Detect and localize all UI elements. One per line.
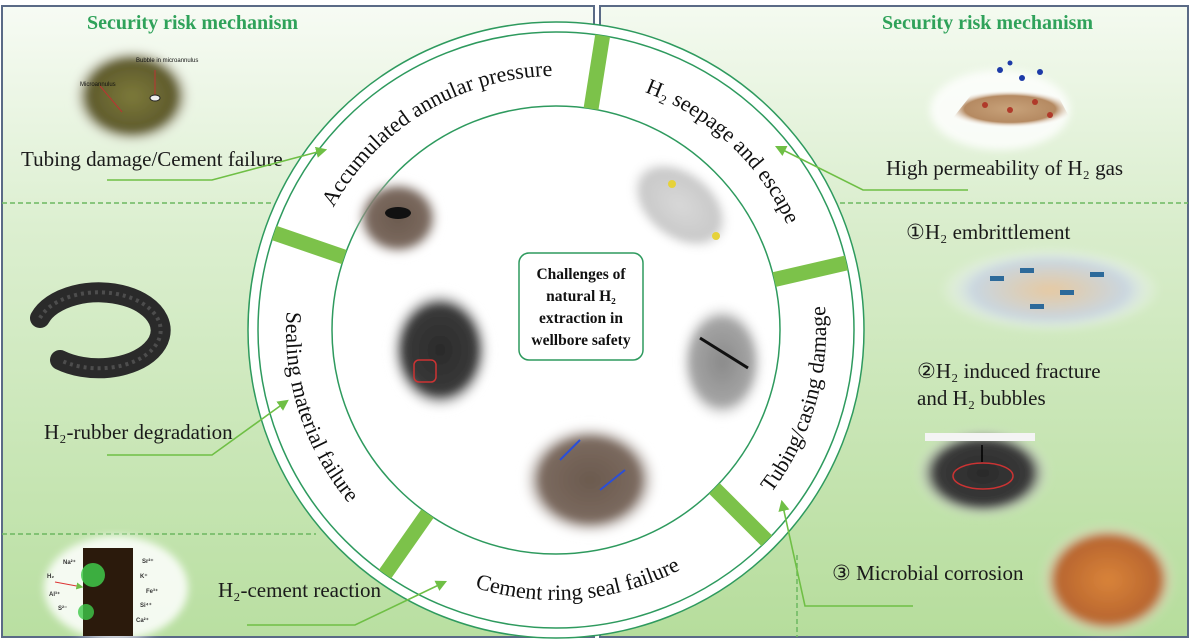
- cement-reaction-photo: Na²⁺ H₂ Al³⁺ S²⁻ Sr²⁺ K⁺ Fe³⁺ Si⁴⁺ Ca²⁺: [44, 536, 188, 640]
- label-h2-embrittlement: ①H₂ embrittlement: [906, 220, 1071, 244]
- left-header: Security risk mechanism: [87, 12, 298, 34]
- ion-label: K⁺: [140, 573, 148, 580]
- ring-separator: [583, 34, 611, 110]
- connector-arrows: [107, 145, 968, 626]
- crack-arrows: [559, 439, 626, 491]
- label-high-permeability: High permeability of H₂ gas: [886, 156, 1123, 180]
- seal-photo: [388, 288, 492, 412]
- ring-separators: [271, 34, 849, 579]
- ion-label: Si⁴⁺: [140, 602, 152, 609]
- label-cement-reaction: H₂-cement reaction: [218, 578, 381, 602]
- seal-highlight: [413, 359, 437, 383]
- bubble-label: Bubble in microannulus: [136, 58, 198, 64]
- right-header: Security risk mechanism: [882, 12, 1093, 34]
- ion-label: Fe³⁺: [146, 588, 158, 595]
- permeability-photo: [930, 60, 1075, 150]
- microannulus-label: Microannulus: [80, 82, 116, 88]
- label-microbial-corrosion: ③ Microbial corrosion: [832, 561, 1024, 585]
- center-title-line: natural H₂: [546, 288, 616, 305]
- center-title-box: Challenges of natural H₂ extraction in w…: [518, 252, 644, 361]
- label-h2-fracture: ②H₂ induced fracture: [917, 359, 1101, 383]
- ring-separator: [772, 255, 849, 287]
- ion-label: Sr²⁺: [142, 558, 154, 565]
- seepage-diagram-photo: [628, 158, 732, 252]
- center-title-line: extraction in: [539, 310, 623, 327]
- label-tubing-cement-failure: Tubing damage/Cement failure: [21, 147, 283, 171]
- casing-crack: [699, 336, 749, 370]
- ion-label: Ca²⁺: [136, 617, 149, 624]
- ion-label: S²⁻: [58, 605, 67, 612]
- rubber-ring-photo: [30, 282, 171, 379]
- h2-dot: [712, 232, 720, 240]
- hole-mark: [385, 207, 411, 219]
- ion-label: Na²⁺: [63, 559, 76, 566]
- arrow-cement: [247, 580, 448, 626]
- center-title-line: wellbore safety: [531, 332, 630, 349]
- ion-label: Al³⁺: [49, 591, 60, 598]
- label-rubber-degradation: H₂-rubber degradation: [44, 420, 233, 444]
- ion-label: H₂: [47, 574, 54, 580]
- fracture-photo: [915, 428, 1051, 518]
- label-h2-bubbles: and H₂ bubbles: [917, 386, 1046, 410]
- ring-separator: [271, 225, 347, 265]
- arrow-tubing-cement: [107, 146, 328, 181]
- center-title-line: Challenges of: [536, 266, 626, 283]
- arrow-rubber: [107, 399, 289, 456]
- ring-separator: [378, 509, 434, 579]
- arrow-microbial: [778, 499, 913, 607]
- casing-photo: [678, 302, 766, 422]
- corrosion-photo: [1040, 524, 1176, 636]
- dashed-dividers: [2, 202, 1188, 637]
- cement-crack-photo: [520, 422, 660, 538]
- h2-dot: [668, 180, 676, 188]
- arrow-permeability: [774, 145, 968, 191]
- microannulus-photo: Microannulus Bubble in microannulus: [70, 46, 198, 146]
- embrittlement-diagram: [940, 248, 1160, 332]
- ring-separator: [709, 483, 773, 547]
